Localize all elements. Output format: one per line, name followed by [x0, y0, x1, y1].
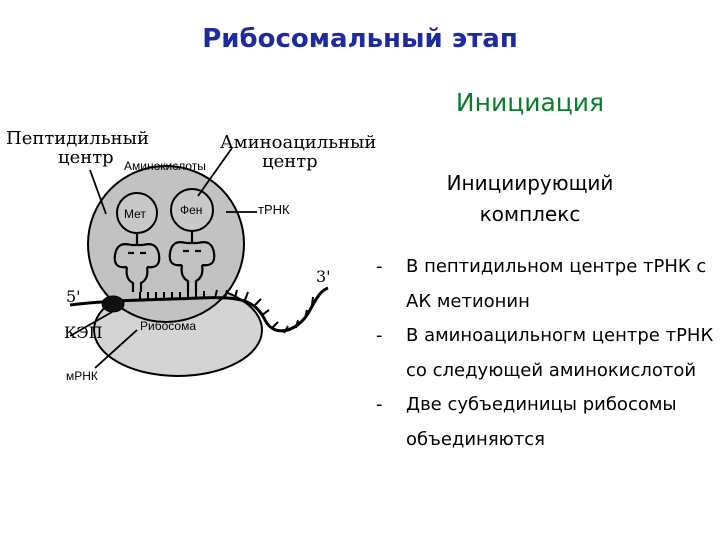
mrna-strand: [69, 286, 329, 333]
met-label: Мет: [124, 207, 146, 221]
phe-label: Фен: [180, 203, 202, 217]
codon-marks: [139, 289, 314, 334]
cap-structure: [101, 295, 125, 313]
trna-label: тРНК: [258, 202, 290, 217]
peptidyl-center-label: Пептидильный: [6, 128, 149, 149]
slide-subtitle: Инициация: [455, 88, 605, 117]
ribosome-diagram: Пептидильный центр Аминоацильный центр А…: [6, 128, 376, 383]
bullet-list: В пептидильном центре тРНК с АК метионин…: [372, 250, 717, 457]
aminoacyl-center-label-line2: центр: [262, 151, 318, 172]
cap-label: КЭП: [64, 323, 103, 342]
complex-heading-line-2: комплекс: [479, 202, 581, 226]
trna-phe: [168, 231, 216, 292]
amino-acids-label: Аминокислоты: [124, 159, 206, 173]
complex-heading-line-1: Инициирующий: [446, 171, 614, 195]
ribosome-label: Рибосома: [140, 319, 196, 333]
bullet-item: В аминоацильногм центре тРНК со следующе…: [372, 319, 717, 388]
bullet-item: Две субъединицы рибосомы объединяются: [372, 388, 717, 457]
trna-met: [113, 233, 161, 292]
three-prime-label: 3': [316, 267, 331, 286]
aminoacyl-center-label: Аминоацильный: [220, 132, 376, 153]
complex-heading: Инициирующий комплекс: [410, 168, 650, 230]
bullet-item: В пептидильном центре тРНК с АК метионин: [372, 250, 717, 319]
mrna-label: мРНК: [66, 369, 98, 383]
peptidyl-center-label-line2: центр: [58, 147, 114, 168]
five-prime-label: 5': [66, 287, 81, 306]
slide-title: Рибосомальный этап: [202, 24, 518, 54]
